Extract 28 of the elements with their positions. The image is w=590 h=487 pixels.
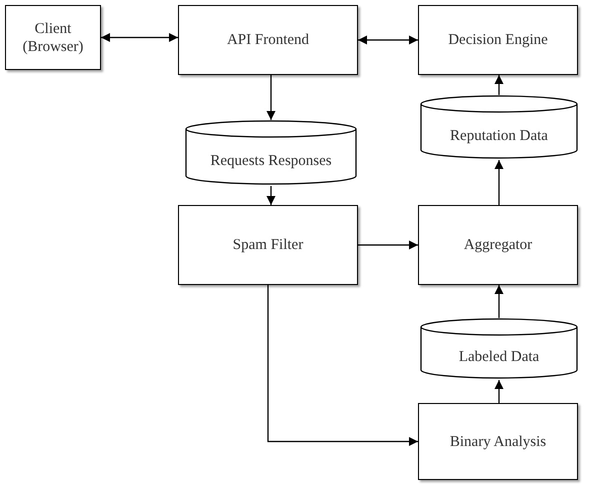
- node-label: API Frontend: [226, 31, 310, 49]
- node-label: Client (Browser): [22, 20, 84, 56]
- arrow: [101, 33, 178, 42]
- process-box: [418, 5, 578, 75]
- arrow: [494, 285, 504, 318]
- arrow: [494, 160, 504, 205]
- arrow: [266, 186, 276, 205]
- process-box: [178, 5, 358, 75]
- node-label: Aggregator: [462, 236, 534, 254]
- node-label: Binary Analysis: [448, 432, 548, 450]
- process-box: [418, 403, 578, 480]
- node-label: Requests Responses: [209, 152, 333, 170]
- arrow: [358, 240, 418, 250]
- arrow: [358, 36, 418, 44]
- process-box: [178, 205, 358, 285]
- arrow: [494, 75, 504, 95]
- database-cylinder: [185, 120, 357, 186]
- database-cylinder: [420, 95, 578, 160]
- process-box: [5, 5, 101, 70]
- arrow: [267, 285, 418, 446]
- process-box: [418, 205, 578, 285]
- database-cylinder: [420, 318, 578, 380]
- node-label: Labeled Data: [458, 348, 540, 366]
- node-label: Reputation Data: [449, 126, 549, 144]
- node-label: Spam Filter: [232, 236, 304, 254]
- node-label: Decision Engine: [447, 31, 549, 49]
- arrow: [494, 380, 504, 403]
- arrow: [266, 75, 276, 120]
